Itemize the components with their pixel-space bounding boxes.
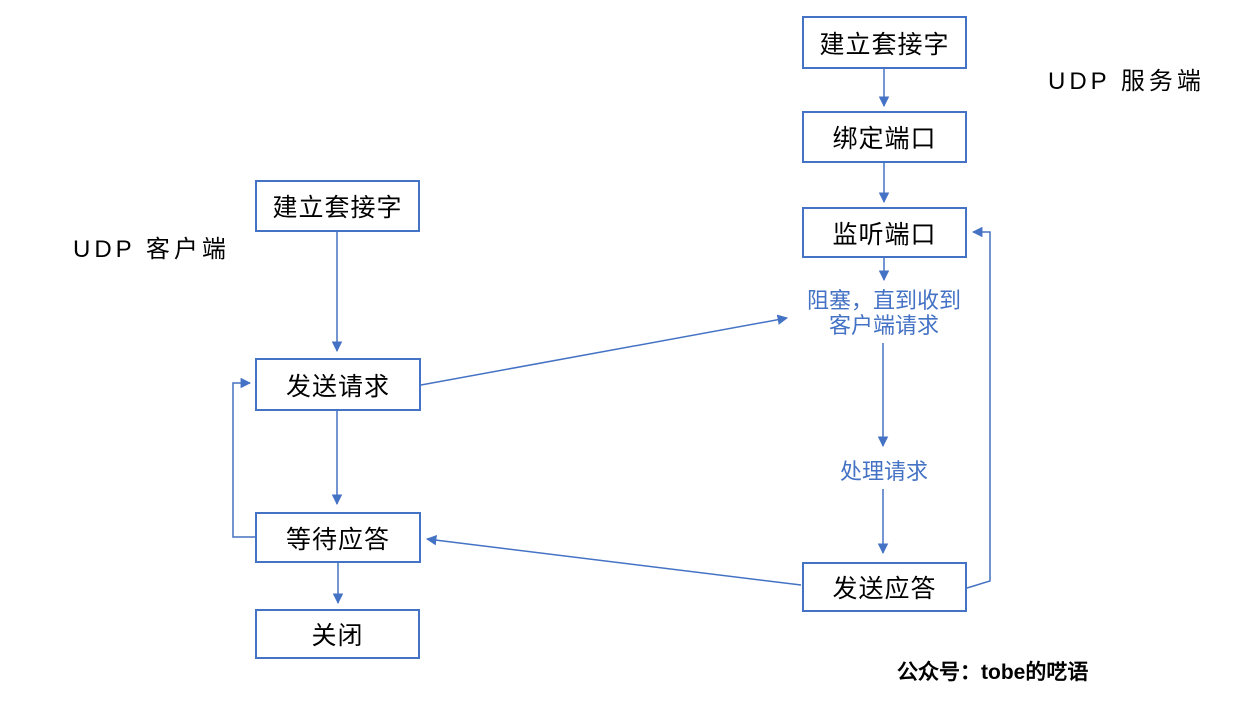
server-column-label: UDP 服务端 [1048, 68, 1205, 95]
server-node-send-reply: 发送应答 [802, 562, 967, 612]
client-node-create-socket: 建立套接字 [255, 180, 420, 232]
client-node-send-request: 发送请求 [255, 358, 421, 411]
server-node-listen-port: 监听端口 [802, 207, 967, 258]
watermark-text: 公众号：tobe的呓语 [897, 661, 1089, 684]
arrow-client-wait-loop-to-send [232, 377, 255, 538]
server-block-note: 阻塞，直到收到 客户端请求 [784, 288, 984, 338]
server-node-create-socket: 建立套接字 [802, 16, 967, 69]
arrow-client-request-to-server [420, 314, 789, 386]
server-process-note: 处理请求 [839, 459, 928, 484]
client-node-close: 关闭 [255, 609, 420, 659]
server-block-note-line1: 阻塞，直到收到 [806, 288, 961, 313]
arrow-server-reply-loop-to-listen [966, 226, 991, 589]
arrow-server-reply-to-client [425, 534, 802, 586]
client-column-label: UDP 客户端 [73, 236, 230, 263]
server-node-bind-port: 绑定端口 [802, 111, 967, 163]
client-node-wait-reply: 等待应答 [255, 512, 421, 563]
server-block-note-line2: 客户端请求 [828, 313, 939, 338]
